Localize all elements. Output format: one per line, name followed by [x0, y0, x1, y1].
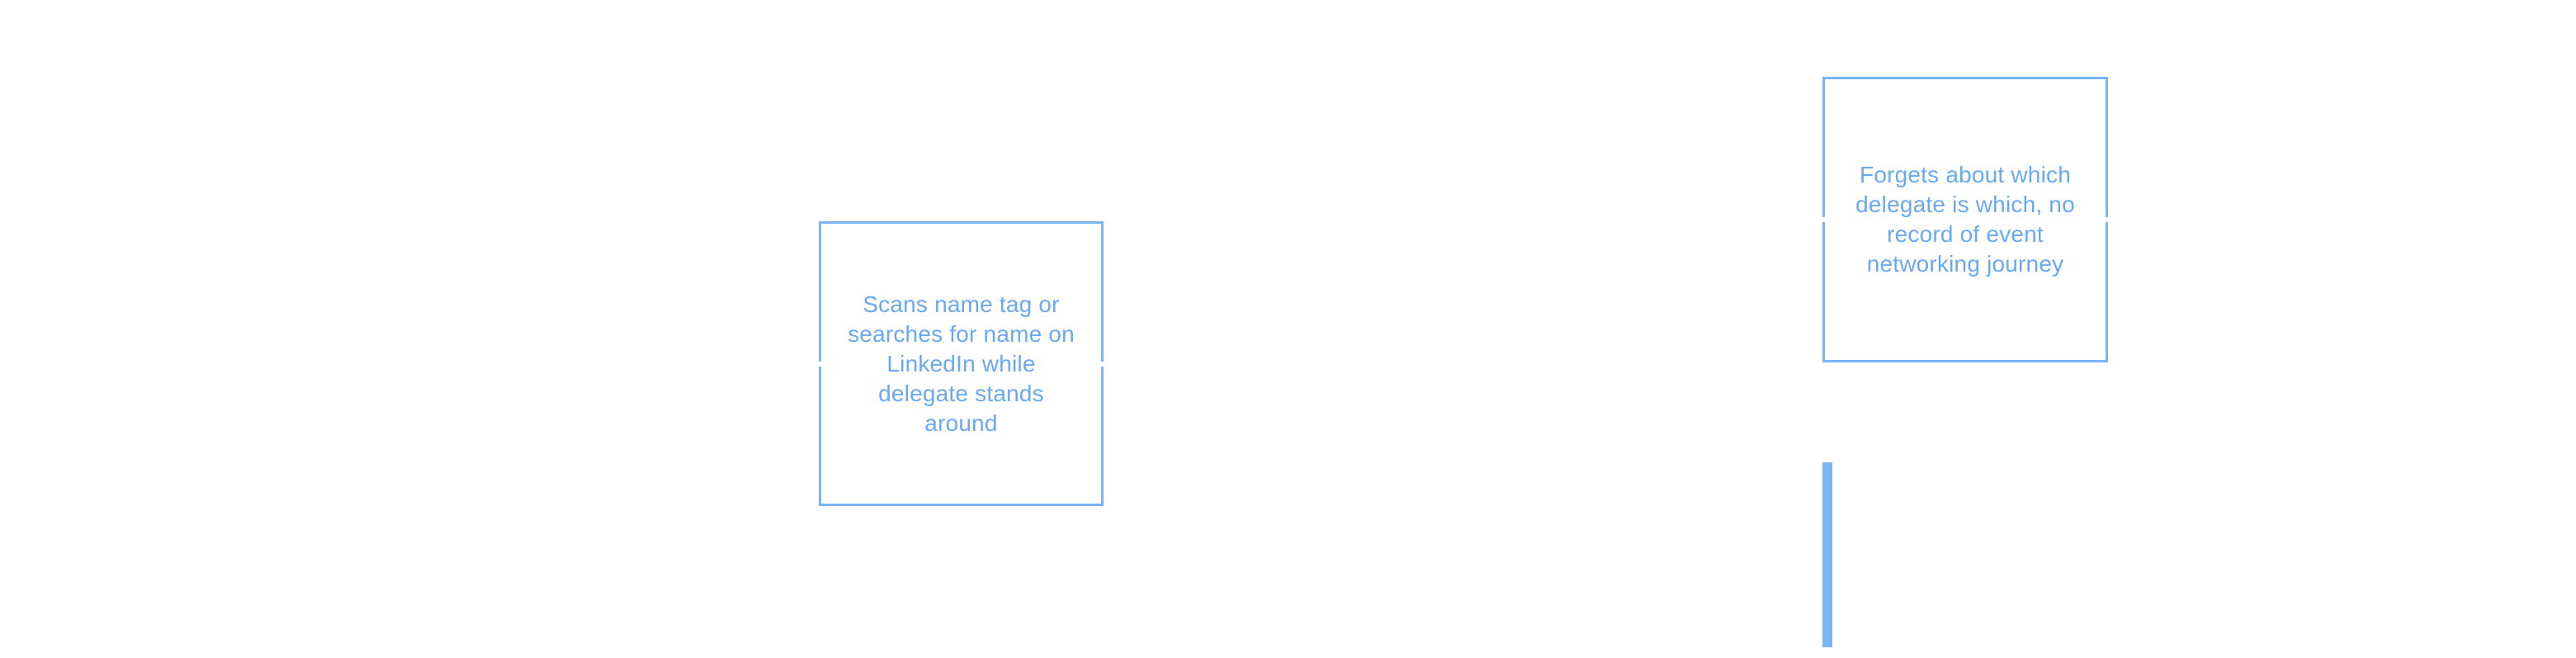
sticky-note-forgets-delegate[interactable]: Forgets about which delegate is which, n…	[1822, 77, 2108, 362]
connector-point-right	[1101, 361, 1104, 367]
sticky-note-scans-name-tag[interactable]: Scans name tag or searches for name on L…	[819, 221, 1104, 506]
connector-point-left	[1822, 217, 1825, 222]
sticky-note-text: Scans name tag or searches for name on L…	[848, 291, 1075, 436]
vertical-divider-bar	[1822, 462, 1832, 647]
connector-point-left	[819, 361, 821, 367]
sticky-note-text: Forgets about which delegate is which, n…	[1855, 162, 2075, 277]
connector-point-right	[2106, 217, 2108, 222]
